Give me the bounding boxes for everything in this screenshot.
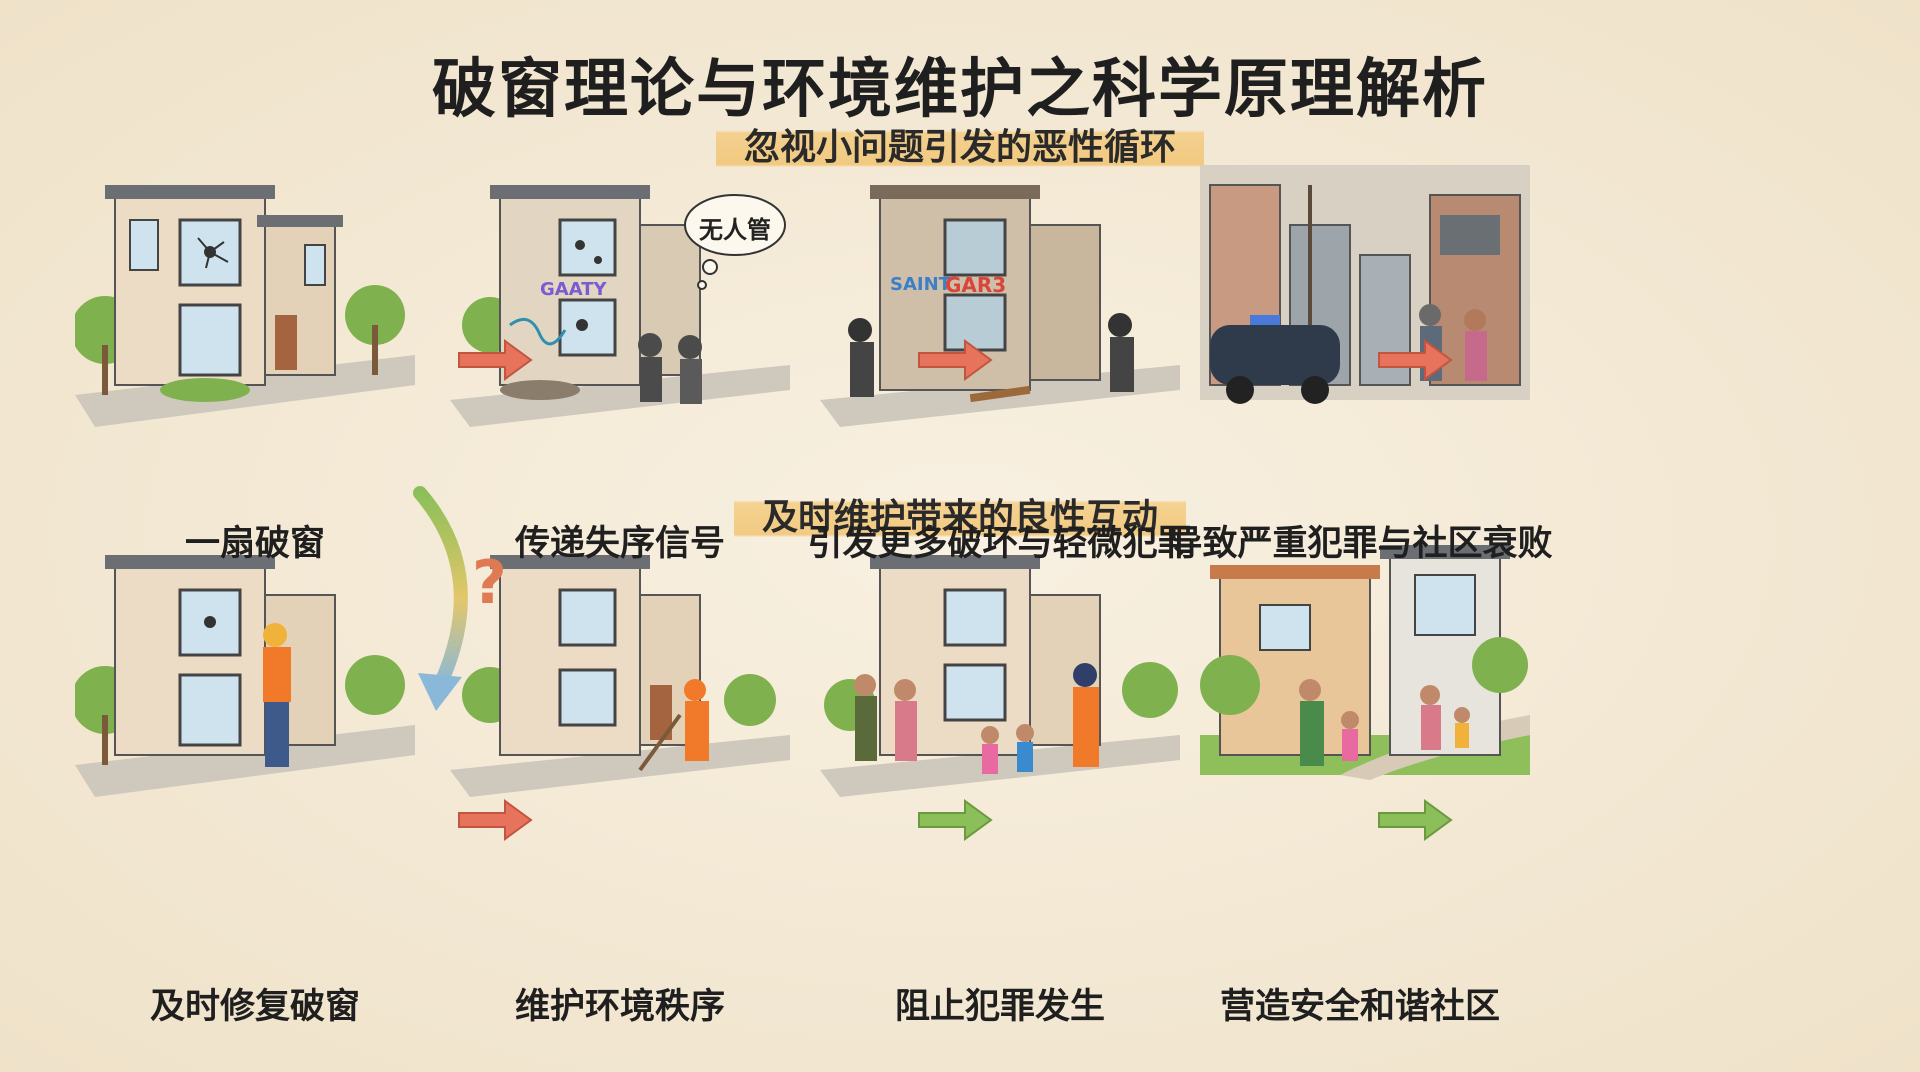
section-label-virtuous: 及时维护带来的良性互动 [0, 488, 1920, 542]
tree-icon [345, 655, 405, 715]
curved-arrow-down-icon [413, 486, 468, 711]
caption-community-decay: 导致严重犯罪与社区衰败 [1167, 524, 1553, 564]
sweeper-icon [684, 679, 706, 701]
question-mark-icon: ? [472, 548, 507, 618]
tree-icon [1122, 662, 1178, 718]
child-icon [1016, 724, 1034, 742]
hard-hat-icon [263, 623, 287, 647]
scene-broken-window [75, 185, 415, 427]
scene-harmonious-community [1200, 545, 1530, 780]
tree-icon [1200, 655, 1260, 715]
arrow-right-icon [918, 799, 993, 841]
scene-maintain-order [450, 555, 790, 797]
person-icon [894, 679, 916, 701]
arrow-right-icon [918, 339, 993, 381]
graffiti-text: GAR3 [945, 273, 1006, 297]
tree-icon [345, 285, 405, 345]
graffiti-scribble [509, 317, 567, 346]
debris [969, 385, 1031, 403]
vandal-icon [848, 318, 872, 342]
caption-repair-window: 及时修复破窗 [149, 987, 360, 1027]
caption-vandalism: 引发更多破坏与轻微犯罪 [807, 524, 1193, 564]
arrow-right-icon [458, 339, 533, 381]
arrow-right-icon [458, 799, 533, 841]
section-label-vicious: 忽视小问题引发的恶性循环 [0, 118, 1920, 172]
person-icon [1464, 309, 1486, 331]
person-icon [638, 333, 662, 357]
arrow-right-icon [1378, 339, 1453, 381]
scene-community-decay [1200, 165, 1530, 404]
child-icon [981, 726, 999, 744]
roof [105, 185, 275, 199]
thought-bubble-shape [684, 194, 786, 290]
graffiti-text: GAATY [540, 279, 608, 300]
vandal-icon [1108, 313, 1132, 337]
page-title: 破窗理论与环境维护之科学原理解析 [432, 53, 1488, 127]
caption-disorder-signal: 传递失序信号 [514, 524, 725, 564]
police-car-icon [1210, 325, 1340, 385]
scene-vandalism: SAINT GAR3 [820, 185, 1180, 427]
arrow-right-icon [1378, 799, 1453, 841]
broken-window-icon [943, 218, 1007, 277]
tree-icon [1472, 637, 1528, 693]
caption-prevent-crime: 阻止犯罪发生 [894, 987, 1105, 1027]
person-icon [1419, 304, 1441, 326]
caption-harmonious-community: 营造安全和谐社区 [1219, 987, 1500, 1027]
police-officer-icon [1073, 663, 1097, 687]
scene-repair-window [75, 555, 415, 797]
child-icon [1454, 707, 1470, 723]
person-icon [854, 674, 876, 696]
door [275, 315, 297, 370]
scene-prevent-crime [820, 555, 1180, 797]
caption-broken-window: 一扇破窗 [184, 524, 325, 564]
broom-icon [638, 713, 682, 772]
person-icon [1299, 679, 1321, 701]
section-label-virtuous-text: 及时维护带来的良性互动 [733, 493, 1186, 542]
person-icon [1420, 685, 1440, 705]
section-label-vicious-text: 忽视小问题引发的恶性循环 [715, 123, 1204, 172]
worker-vest [263, 647, 291, 702]
child-icon [1341, 711, 1359, 729]
scene-disorder-signal: GAATY [450, 185, 790, 427]
broken-window-icon [558, 218, 617, 277]
trash-pile [500, 380, 580, 400]
thought-bubble-text: 无人管 [699, 216, 771, 244]
graffiti-text: SAINT [890, 274, 952, 295]
tree-icon [724, 674, 776, 726]
caption-maintain-order: 维护环境秩序 [514, 987, 725, 1027]
person-icon [678, 335, 702, 359]
